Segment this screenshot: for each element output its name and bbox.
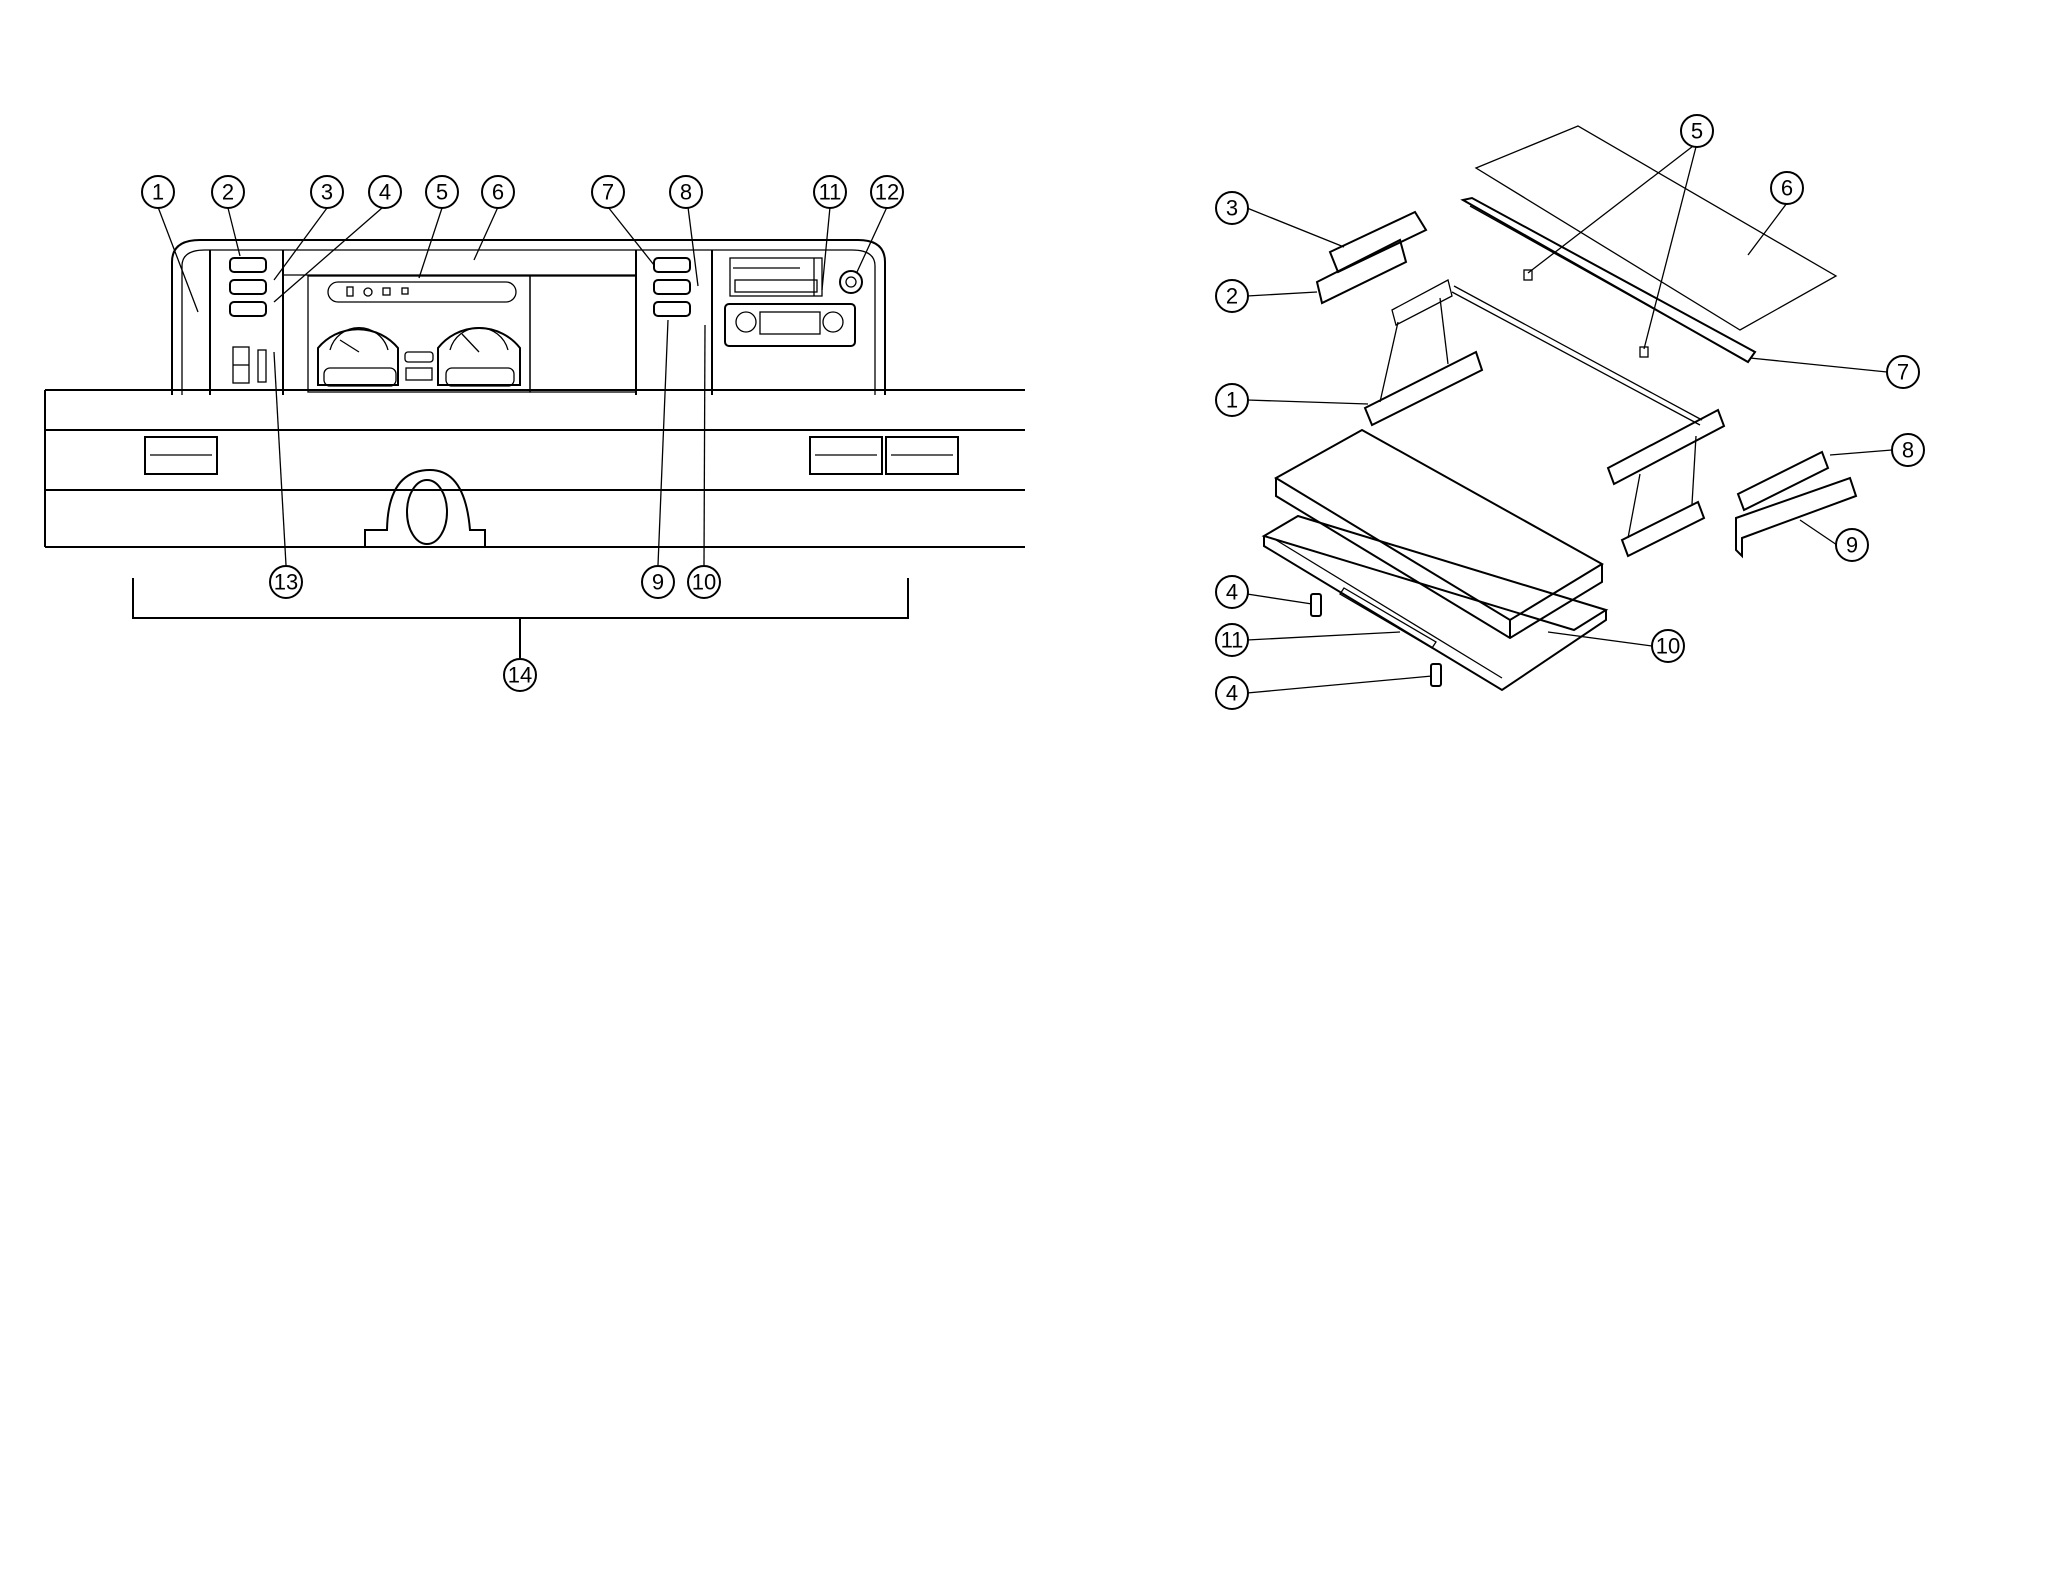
svg-text:5: 5 — [1691, 119, 1703, 144]
console-callout-10: 10 — [1652, 630, 1684, 662]
console-callout-6: 6 — [1771, 172, 1803, 204]
console-exploded-drawing — [1247, 126, 1892, 693]
svg-text:7: 7 — [1897, 360, 1909, 385]
svg-text:9: 9 — [652, 570, 664, 595]
svg-text:3: 3 — [1226, 196, 1238, 221]
svg-text:6: 6 — [1781, 176, 1793, 201]
console-callout-5: 5 — [1681, 115, 1713, 147]
svg-text:8: 8 — [1902, 438, 1914, 463]
dashboard-callout-11: 11 — [814, 176, 846, 208]
svg-text:13: 13 — [274, 570, 298, 595]
console-callout-9: 9 — [1836, 529, 1868, 561]
dashboard-callout-13: 13 — [270, 566, 302, 598]
dashboard-callout-14: 14 — [504, 659, 536, 691]
dashboard-callout-7: 7 — [592, 176, 624, 208]
dashboard-callout-8: 8 — [670, 176, 702, 208]
svg-text:4: 4 — [379, 180, 391, 205]
svg-text:5: 5 — [436, 180, 448, 205]
console-callout-4-top: 4 — [1216, 576, 1248, 608]
svg-text:10: 10 — [692, 570, 716, 595]
dashboard-callout-10: 10 — [688, 566, 720, 598]
dashboard-callout-4: 4 — [369, 176, 401, 208]
svg-text:1: 1 — [1226, 388, 1238, 413]
svg-text:10: 10 — [1656, 634, 1680, 659]
svg-text:6: 6 — [492, 180, 504, 205]
console-callout-8: 8 — [1892, 434, 1924, 466]
dashboard-callout-3: 3 — [311, 176, 343, 208]
dashboard-callout-6: 6 — [482, 176, 514, 208]
dashboard-callout-9: 9 — [642, 566, 674, 598]
dashboard-callout-12: 12 — [871, 176, 903, 208]
svg-text:9: 9 — [1846, 533, 1858, 558]
dashboard-callout-5: 5 — [426, 176, 458, 208]
svg-text:8: 8 — [680, 180, 692, 205]
console-callout-3: 3 — [1216, 192, 1248, 224]
console-callout-11: 11 — [1216, 624, 1248, 656]
svg-text:12: 12 — [875, 180, 899, 205]
dashboard-callout-2: 2 — [212, 176, 244, 208]
console-callout-7: 7 — [1887, 356, 1919, 388]
svg-text:14: 14 — [508, 663, 532, 688]
console-callout-2: 2 — [1216, 280, 1248, 312]
svg-text:2: 2 — [1226, 284, 1238, 309]
console-callout-1: 1 — [1216, 384, 1248, 416]
console-callout-4-bottom: 4 — [1216, 677, 1248, 709]
svg-text:2: 2 — [222, 180, 234, 205]
svg-text:4: 4 — [1226, 580, 1238, 605]
dashboard-elevation-drawing — [45, 207, 1025, 658]
svg-text:3: 3 — [321, 180, 333, 205]
svg-text:7: 7 — [602, 180, 614, 205]
svg-text:1: 1 — [152, 180, 164, 205]
svg-text:11: 11 — [1221, 628, 1244, 653]
dashboard-callout-1: 1 — [142, 176, 174, 208]
svg-text:4: 4 — [1226, 681, 1238, 706]
svg-text:11: 11 — [819, 180, 842, 205]
